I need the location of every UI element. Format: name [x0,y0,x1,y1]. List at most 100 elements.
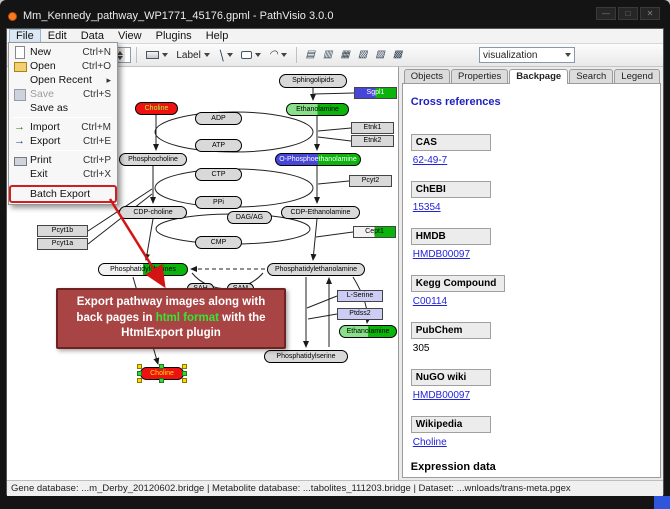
pathway-node-choline-top[interactable]: Choline [135,102,178,115]
backpage-section-header: Wikipedia [410,416,491,433]
app-icon [8,11,17,21]
import-icon [13,121,27,133]
menubar: File Edit Data View Plugins Help [7,29,663,44]
menu-data[interactable]: Data [80,30,104,42]
annotation-text: with the HtmlExport plugin [121,311,266,340]
menu-separator [13,117,113,118]
pathway-node-cept1[interactable]: Cept1 [353,226,396,238]
selection-handle[interactable] [137,364,142,369]
menu-plugins[interactable]: Plugins [155,30,192,42]
visualization-select[interactable]: visualization [479,47,575,63]
shape-tool-button[interactable] [237,48,265,62]
pathway-node-pcyt1a[interactable]: Pcyt1a [37,238,88,250]
pathway-node-phosphatidylserine[interactable]: Phosphatidylserine [264,350,348,363]
menu-edit[interactable]: Edit [47,30,67,42]
pathway-node-pcyt2[interactable]: Pcyt2 [349,175,392,187]
menu-file[interactable]: File [9,29,41,43]
pathway-node-etnk2[interactable]: Etnk2 [351,135,394,147]
resize-corner[interactable] [654,496,670,509]
pathway-node-phosphatidylcholines[interactable]: Phosphatidylcholines [98,263,188,276]
selection-handle[interactable] [159,364,164,369]
pathway-node-atp[interactable]: ATP [195,139,242,152]
tab-search[interactable]: Search [569,69,614,84]
connector-tool-button[interactable] [265,46,291,64]
pathway-node-etnk1[interactable]: Etnk1 [351,122,394,134]
file-menu-item-batch-export[interactable]: Batch Export [9,185,117,203]
align-bottom-button[interactable] [371,46,388,64]
line-tool-button[interactable] [214,43,237,67]
menu-icon-placeholder [13,168,27,180]
backpage-section-header: Kegg Compound [410,275,506,292]
pathway-node-ptdss2[interactable]: Ptdss2 [337,308,383,320]
label-tool-button[interactable]: Label [172,47,213,64]
backpage-link[interactable]: C00114 [412,296,448,307]
pathway-node-l-serine[interactable]: L-Serine [337,290,383,302]
align-top-button[interactable] [354,46,371,64]
pathway-node-choline-bottom[interactable]: Choline [137,364,187,383]
selection-handle[interactable] [182,378,187,383]
pathway-node-ctp[interactable]: CTP [195,168,242,181]
menu-item-shortcut: Ctrl+S [82,88,111,100]
save-icon [13,88,27,101]
menu-item-label: Open Recent [30,74,92,86]
pathway-node-ppi[interactable]: PPi [195,196,242,209]
pathway-node-sgpl1[interactable]: Sgpl1 [354,87,397,99]
tab-properties[interactable]: Properties [450,69,509,84]
pathway-node-phosphatidylethanolamine[interactable]: Phosphatidylethanolamine [267,263,365,276]
tab-legend[interactable]: Legend [614,69,660,84]
backpage-link[interactable]: HMDB00097 [412,249,471,260]
menu-item-label: New [30,46,52,58]
menu-help[interactable]: Help [205,30,229,42]
datanode-tool-button[interactable] [142,48,172,62]
file-menu-item-open-recent[interactable]: Open Recent▸ [10,73,116,87]
maximize-button[interactable]: □ [618,7,638,20]
backpage-link[interactable]: HMDB00097 [412,390,471,401]
tab-objects[interactable]: Objects [403,69,450,84]
pathway-node-ethanolamine-top[interactable]: Ethanolamine [286,103,349,116]
backpage-link[interactable]: Choline [412,437,447,448]
titlebar[interactable]: Mm_Kennedy_pathway_WP1771_45176.gpml - P… [8,5,662,27]
pathway-node-cmp[interactable]: CMP [195,236,242,249]
pathway-node-pcyt1b[interactable]: Pcyt1b [37,225,88,237]
pathway-node-sphingolipids[interactable]: Sphingolipids [279,74,347,88]
backpage-value: 305 [412,343,430,354]
tab-backpage[interactable]: Backpage [509,69,569,84]
annotation-text: Export pathway images along with back pa… [76,296,266,324]
new-document-icon [13,46,27,59]
align-center-button[interactable] [319,46,336,64]
pathway-node-cdp-choline[interactable]: CDP-choline [119,206,187,219]
pathway-node-ethanolamine-bottom[interactable]: Ethanolamine [339,325,397,338]
distribute-button[interactable] [389,46,406,64]
align-left-button[interactable] [302,46,319,64]
close-button[interactable]: ✕ [640,7,660,20]
pathway-node-cdp-ethanolamine[interactable]: CDP-Ethanolamine [281,206,360,219]
pathway-node-dag[interactable]: DAG/AG [227,211,272,224]
selection-handle[interactable] [159,378,164,383]
pathway-node-o-phosphoethanolamine[interactable]: O-Phosphoethanolamine [275,153,361,166]
selection-handle[interactable] [137,378,142,383]
menu-separator [13,183,113,184]
selection-handle[interactable] [137,370,142,376]
file-menu-item-save-as[interactable]: Save as [10,101,116,115]
menu-item-label: Exit [30,168,48,180]
backpage-link[interactable]: 62-49-7 [412,155,448,166]
backpage-link[interactable]: 15354 [412,202,441,213]
minimize-button[interactable]: — [596,7,616,20]
align-right-button[interactable] [336,46,353,64]
menu-view[interactable]: View [117,30,142,42]
selection-handle[interactable] [182,364,187,369]
pathway-node-phosphocholine[interactable]: Phosphocholine [119,153,187,166]
pathway-node-adp[interactable]: ADP [195,112,242,125]
selection-handle[interactable] [182,370,187,376]
